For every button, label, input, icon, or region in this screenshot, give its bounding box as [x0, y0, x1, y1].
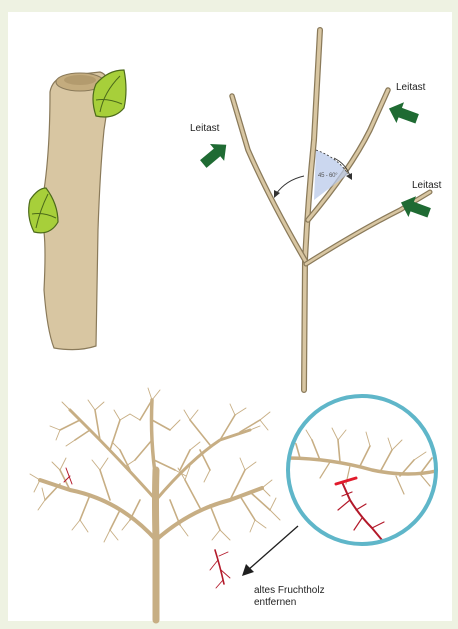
caption-line-1: altes Fruchtholz: [254, 585, 325, 597]
caption-line-2: entfernen: [254, 597, 296, 609]
pointer-line: [248, 526, 298, 570]
